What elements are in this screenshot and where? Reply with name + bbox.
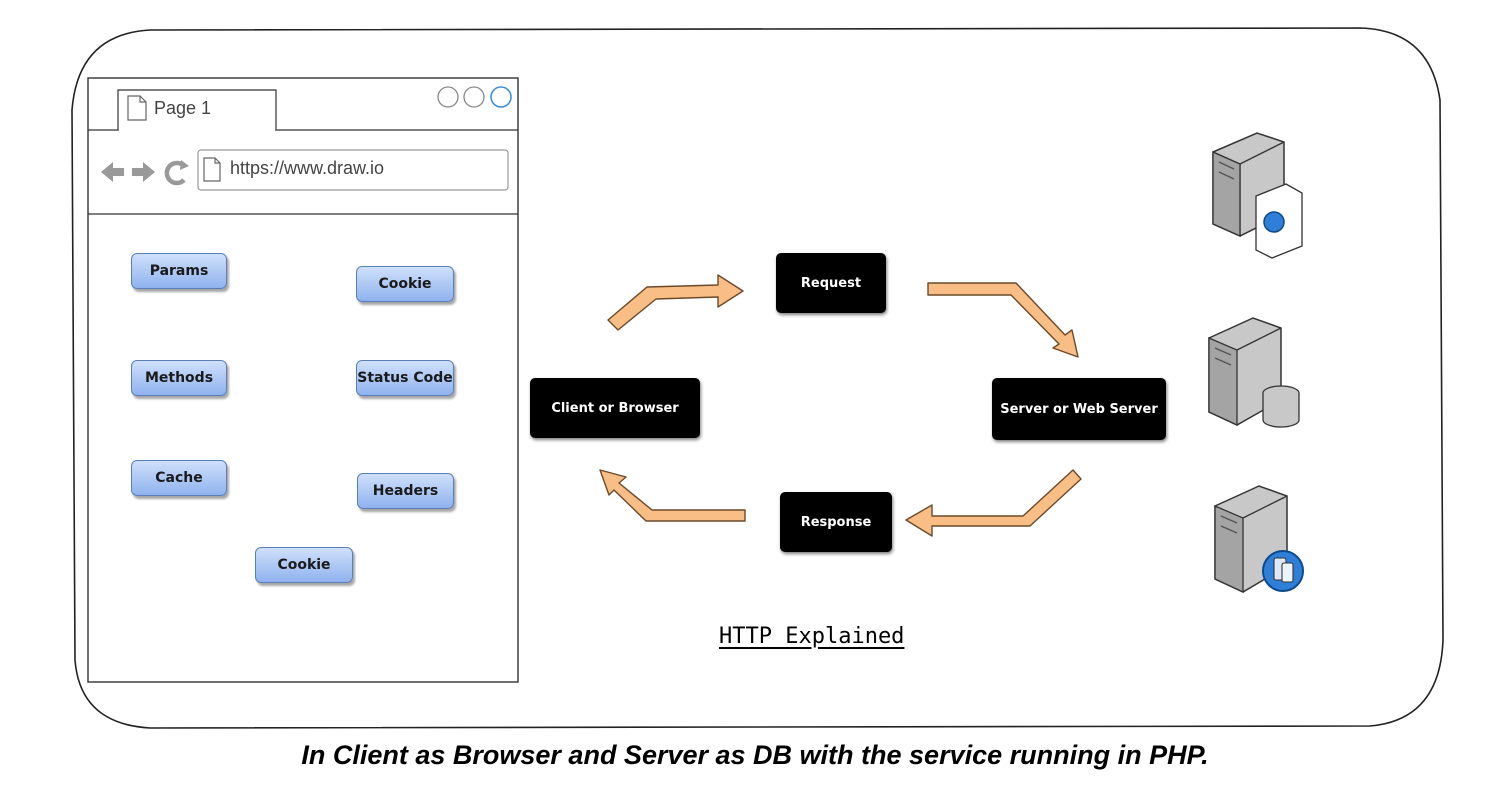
page-icon: [203, 157, 221, 182]
chip-headers: Headers: [357, 473, 454, 509]
chip-cache: Cache: [131, 460, 227, 496]
chip-params: Params: [131, 253, 227, 289]
chip-methods: Methods: [131, 360, 227, 396]
chip-cookie-top: Cookie: [356, 266, 454, 302]
node-server: Server or Web Server: [992, 378, 1166, 440]
arrow-client-to-request: [607, 274, 744, 331]
node-request: Request: [776, 253, 886, 313]
tab-label[interactable]: Page 1: [154, 98, 212, 118]
url-text[interactable]: https://www.draw.io: [230, 158, 385, 178]
window-controls-icon: [437, 86, 512, 108]
arrow-server-to-response: [905, 469, 1082, 537]
node-client: Client or Browser: [530, 378, 700, 438]
tab-shape: [117, 89, 277, 130]
chip-cookie-bottom: Cookie: [255, 547, 353, 583]
arrow-response-to-client: [599, 469, 746, 522]
app-server-icon: [1214, 485, 1304, 594]
chip-status-code: Status Code: [356, 360, 454, 396]
diagram-title: HTTP Explained: [719, 624, 905, 649]
caption: In Client as Browser and Server as DB wi…: [301, 740, 1209, 770]
database-server-icon: [1208, 317, 1300, 428]
page-icon: [127, 95, 147, 121]
arrow-request-to-server: [927, 282, 1079, 358]
url-bar: [197, 149, 509, 191]
forward-arrow-icon: [132, 162, 155, 182]
web-server-icon: [1212, 132, 1303, 259]
reload-icon: [164, 160, 189, 186]
node-response: Response: [780, 492, 892, 552]
back-arrow-icon: [101, 162, 124, 182]
outer-frame: [71, 27, 1444, 729]
